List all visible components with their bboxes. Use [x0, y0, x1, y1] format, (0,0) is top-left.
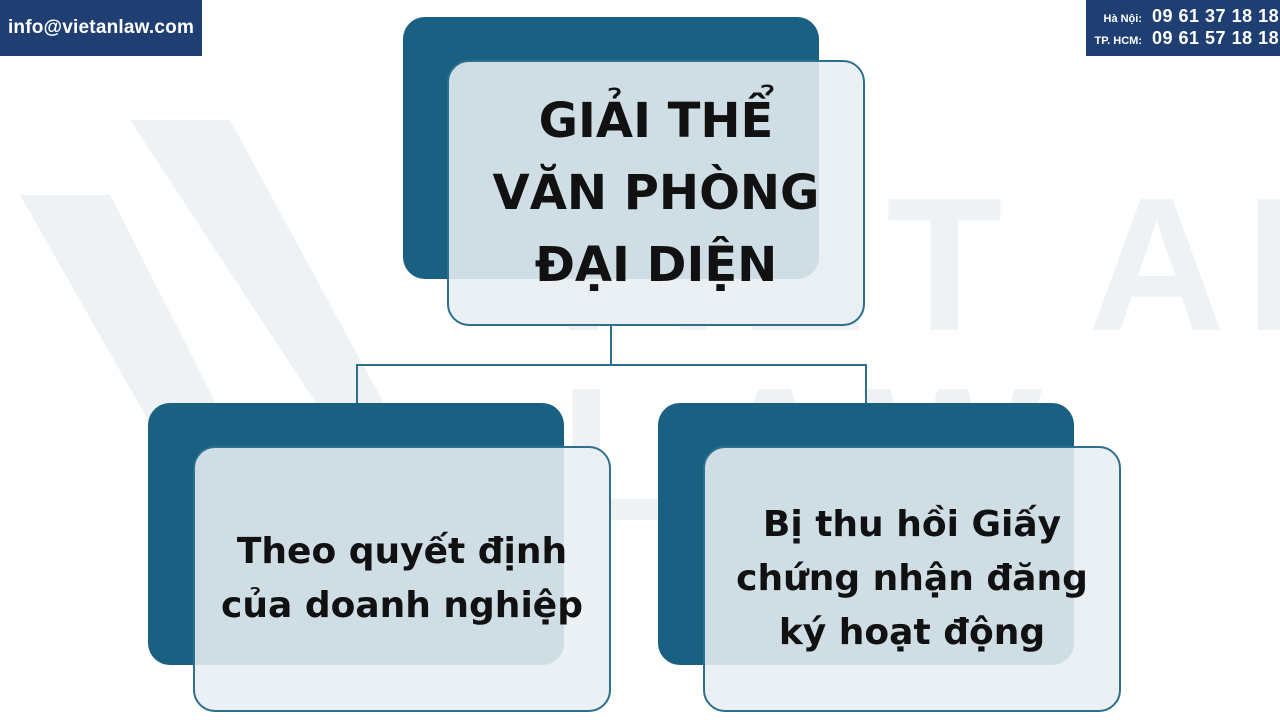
- connector-horizontal: [356, 364, 867, 366]
- hotline-label: Hà Nội:: [1103, 13, 1143, 25]
- left-node-text: Theo quyết định của doanh nghiệp: [221, 525, 583, 633]
- connector-left-down: [356, 364, 358, 404]
- right-node-line: chứng nhận đăng: [736, 558, 1088, 599]
- email-text[interactable]: info@vietanlaw.com: [7, 17, 195, 38]
- root-node: GIẢI THỂ VĂN PHÒNG ĐẠI DIỆN: [447, 60, 865, 326]
- root-node-title: GIẢI THỂ VĂN PHÒNG ĐẠI DIỆN: [493, 85, 820, 301]
- root-node-line: GIẢI THỂ: [538, 93, 774, 149]
- left-node: Theo quyết định của doanh nghiệp: [193, 446, 611, 712]
- left-node-line: Theo quyết định: [236, 531, 568, 572]
- hotline-number[interactable]: 09 61 37 18 18: [1152, 6, 1280, 26]
- hotline-row-hanoi: Hà Nội: 09 61 37 18 18: [1086, 6, 1280, 28]
- right-node-text: Bị thu hồi Giấy chứng nhận đăng ký hoạt …: [736, 498, 1088, 660]
- root-node-line: ĐẠI DIỆN: [534, 237, 778, 293]
- left-node-line: của doanh nghiệp: [221, 585, 583, 626]
- connector-root-down: [610, 325, 612, 365]
- connector-right-down: [865, 364, 867, 404]
- right-node: Bị thu hồi Giấy chứng nhận đăng ký hoạt …: [703, 446, 1121, 712]
- hotline-label: TP. HCM:: [1094, 35, 1142, 47]
- hotline-row-hcm: TP. HCM: 09 61 57 18 18: [1086, 28, 1280, 50]
- hotline-badge: Hà Nội: 09 61 37 18 18 TP. HCM: 09 61 57…: [1086, 0, 1280, 56]
- email-badge[interactable]: info@vietanlaw.com: [0, 0, 202, 56]
- right-node-line: ký hoạt động: [778, 612, 1046, 653]
- root-node-line: VĂN PHÒNG: [492, 165, 820, 221]
- hotline-number[interactable]: 09 61 57 18 18: [1152, 28, 1280, 48]
- right-node-line: Bị thu hồi Giấy: [762, 504, 1062, 545]
